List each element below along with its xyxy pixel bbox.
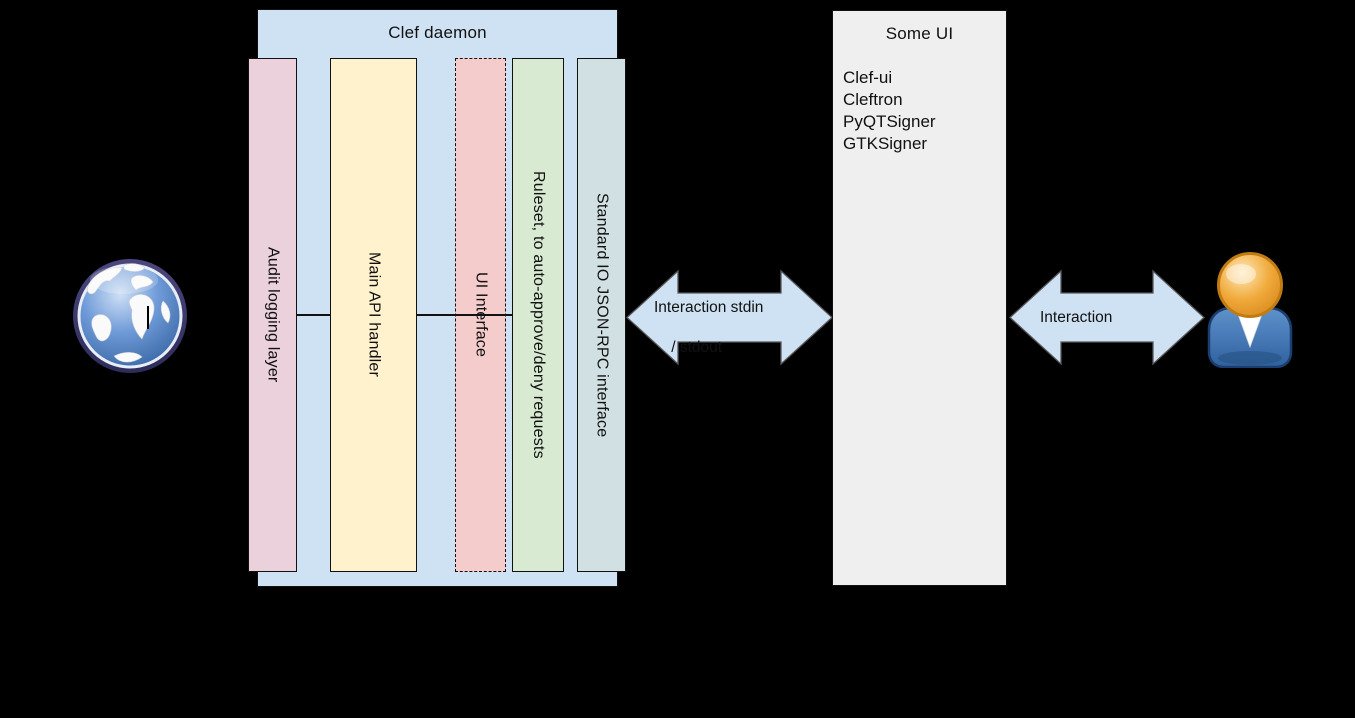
main-api-handler-label: Main API handler bbox=[365, 252, 383, 378]
connector-line bbox=[297, 314, 331, 316]
some-ui-title: Some UI bbox=[885, 24, 954, 43]
double-arrow-shape bbox=[1009, 269, 1205, 366]
ruleset-label: Ruleset, to auto-approve/deny requests bbox=[530, 171, 547, 459]
connector-line bbox=[417, 314, 513, 316]
stdio-jsonrpc-column: Standard IO JSON-RPC interface bbox=[577, 58, 626, 572]
user-head bbox=[1217, 252, 1283, 318]
stdio-jsonrpc-label: Standard IO JSON-RPC interface bbox=[593, 192, 611, 438]
stdio-arrow-label-line2: / stdout bbox=[671, 339, 723, 356]
some-ui-item: GTKSigner bbox=[843, 134, 928, 153]
some-ui-item: Cleftron bbox=[843, 90, 903, 109]
some-ui-item: Clef-ui bbox=[843, 68, 893, 87]
audit-logging-layer-label: Audit logging layer bbox=[264, 247, 282, 383]
stdio-arrow-label-line1: Interaction stdin bbox=[654, 299, 764, 316]
some-ui-item: PyQTSigner bbox=[843, 112, 936, 131]
user-interaction-arrow bbox=[1009, 269, 1205, 366]
audit-logging-layer-column: Audit logging layer bbox=[248, 58, 297, 572]
user-icon bbox=[1207, 252, 1293, 368]
stdio-arrow-label: Interaction stdin / stdout bbox=[654, 298, 763, 378]
clef-daemon-title: Clef daemon bbox=[388, 23, 487, 42]
some-ui-box: Some UI Clef-ui Cleftron PyQTSigner GTKS… bbox=[832, 10, 1007, 586]
some-ui-list: Clef-ui Cleftron PyQTSigner GTKSigner bbox=[843, 67, 936, 155]
main-api-handler-column: Main API handler bbox=[330, 58, 417, 572]
ruleset-column: Ruleset, to auto-approve/deny requests bbox=[512, 58, 564, 572]
user-arrow-label: Interaction bbox=[1040, 309, 1113, 326]
globe-marker-line bbox=[147, 306, 149, 329]
globe-icon bbox=[73, 259, 187, 373]
